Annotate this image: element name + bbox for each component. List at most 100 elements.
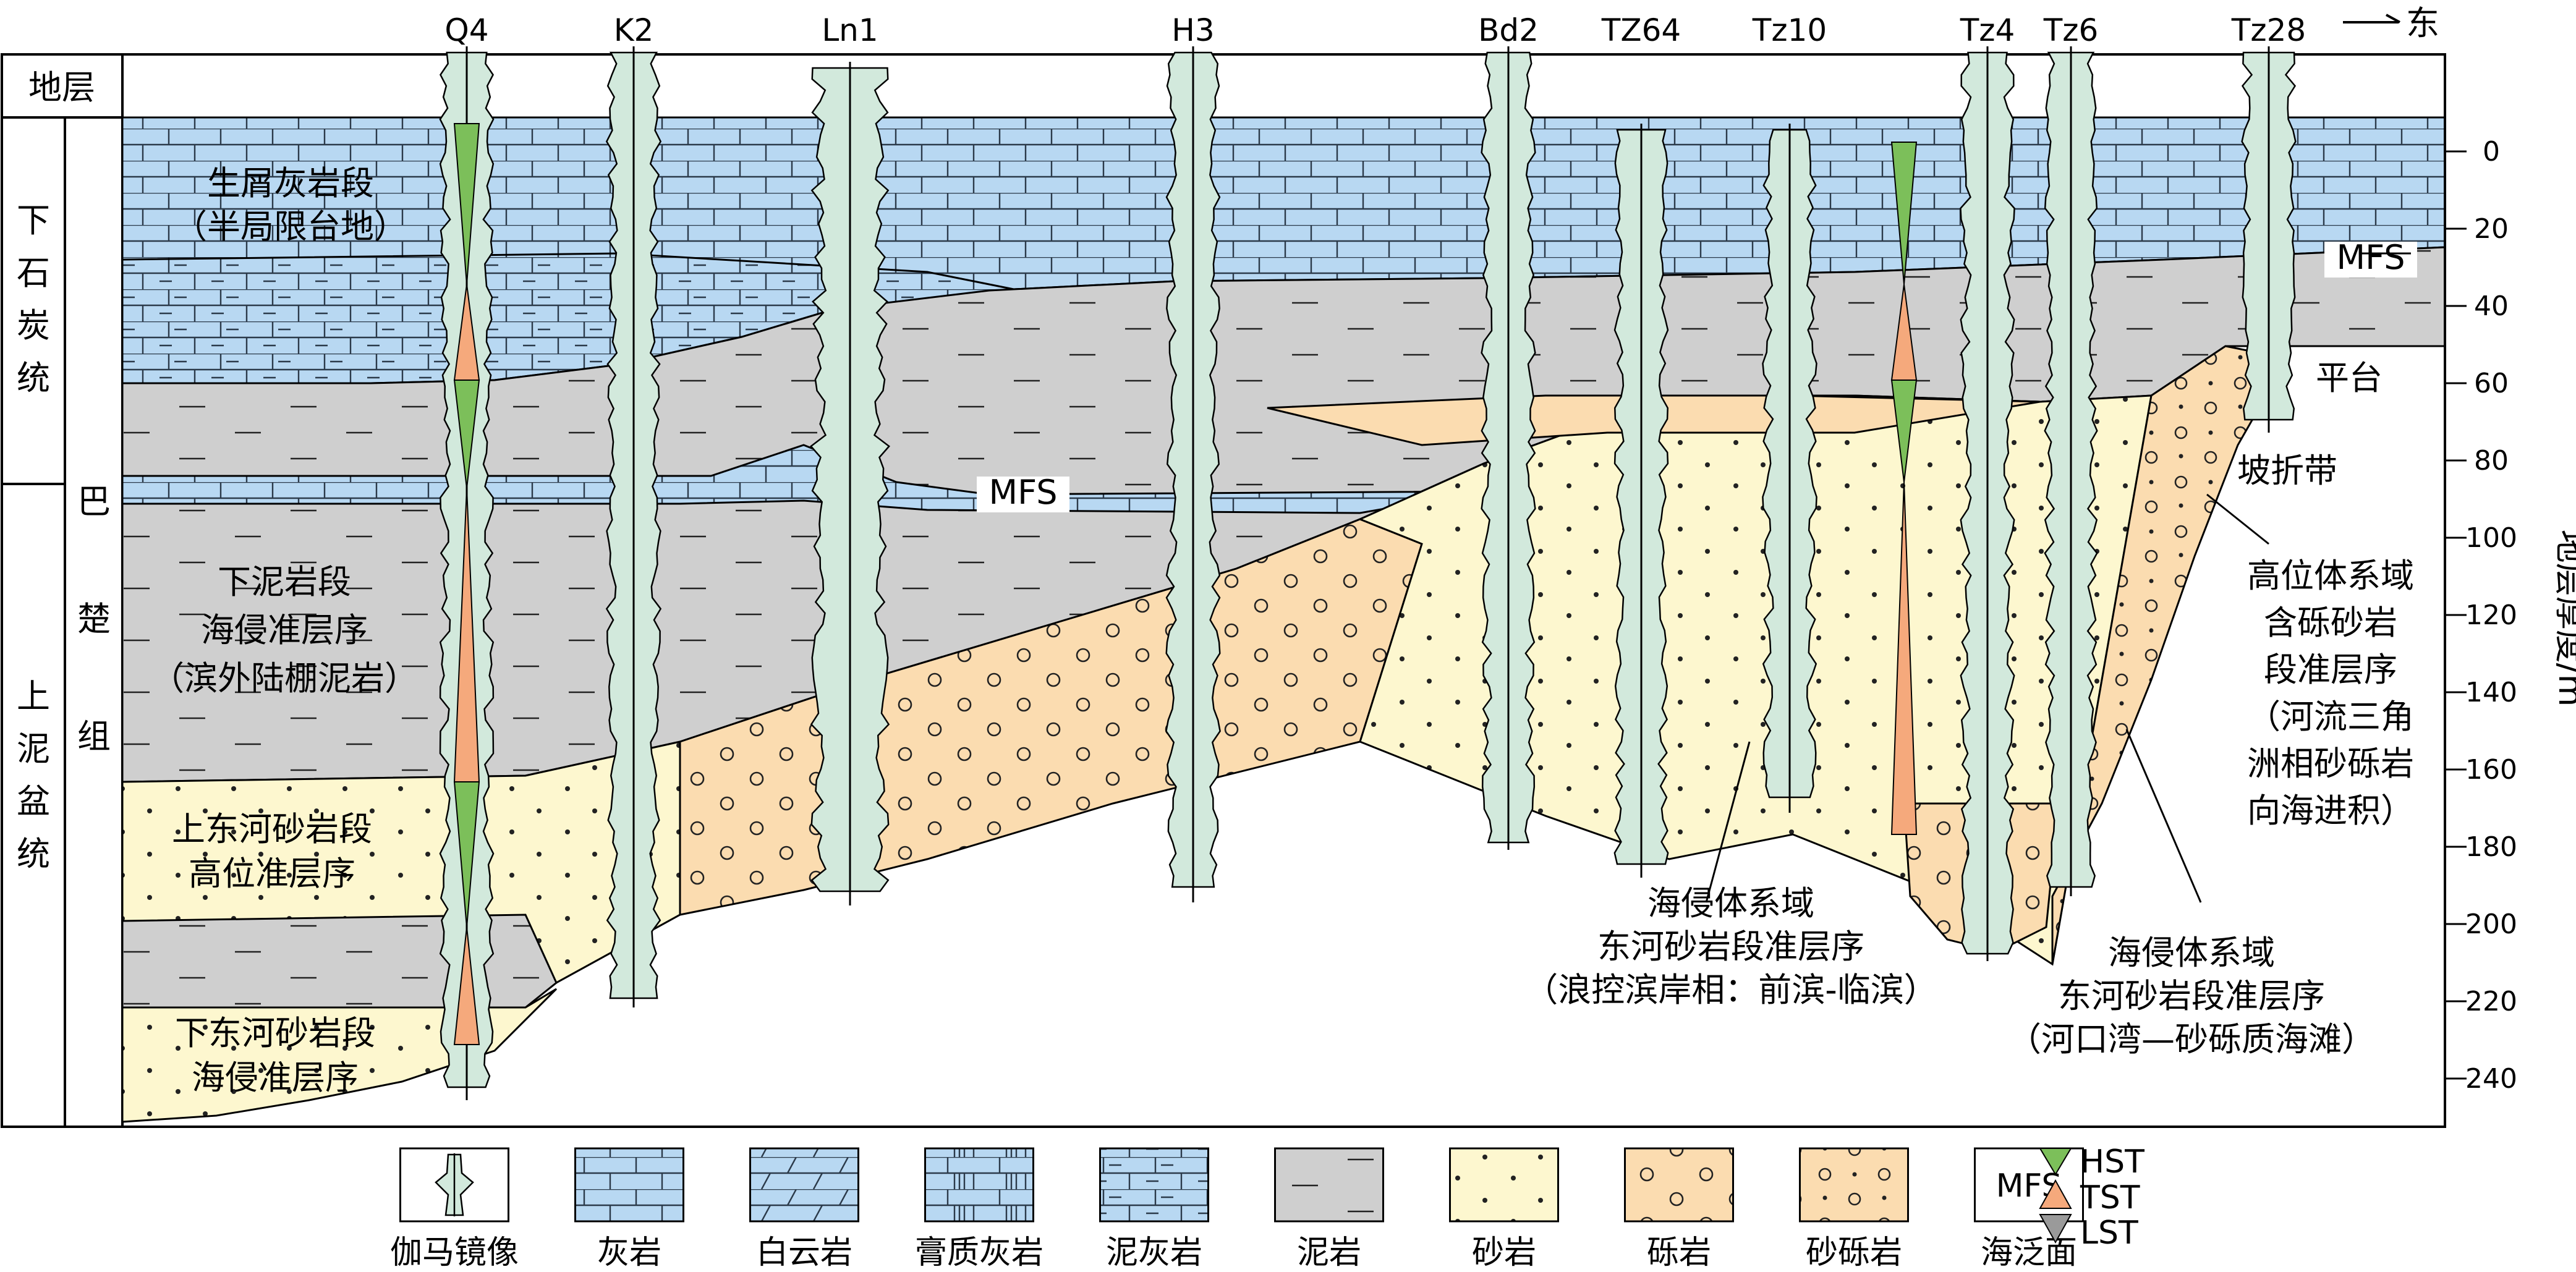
label-tst-wave-line-1: 东河砂岩段准层序 <box>1597 927 1864 966</box>
series-char-lower-carboniferous: 下 <box>17 201 50 240</box>
label-lower-mudstone-line-0: 下泥岩段 <box>218 562 351 601</box>
well-name-q4: Q4 <box>444 12 488 48</box>
well-name-tz6: Tz6 <box>2043 12 2099 48</box>
legend-item-5-label: 泥岩 <box>1297 1234 1361 1271</box>
direction-label: 东 <box>2406 4 2439 43</box>
legend-item-3-label: 膏质灰岩 <box>915 1234 1044 1271</box>
legend-item-0-label: 伽马镜像 <box>390 1234 519 1271</box>
legend-item-9-swatch <box>1974 1147 2084 1223</box>
depth-tick-label-140: 140 <box>2465 677 2517 708</box>
label-limestone-member-line-1: （半局限台地） <box>174 207 407 246</box>
legend-item-2-swatch <box>749 1147 859 1223</box>
legend-item-6-label: 砂岩 <box>1472 1234 1536 1271</box>
depth-tick-label-20: 20 <box>2474 213 2509 245</box>
label-hst-system-line-1: 含砾砂岩 <box>2264 603 2397 642</box>
formation-char: 巴 <box>77 482 111 521</box>
well-name-k2: K2 <box>614 12 654 48</box>
label-lower-donghe-line-0: 下东河砂岩段 <box>175 1014 375 1053</box>
label-hst-system-line-5: 向海进积） <box>2247 791 2414 830</box>
tract-triangles-q4 <box>453 123 480 1045</box>
legend-item-1-label: 灰岩 <box>597 1234 661 1271</box>
series-char-lower-carboniferous: 石 <box>17 253 50 292</box>
well-name-ln1: Ln1 <box>822 12 878 48</box>
formation-char: 楚 <box>77 600 111 638</box>
series-char-lower-carboniferous: 炭 <box>17 306 50 345</box>
label-mfs-mid: MFS <box>989 473 1058 512</box>
label-upper-donghe-line-0: 上东河砂岩段 <box>172 810 372 849</box>
label-upper-donghe-line-1: 高位准层序 <box>189 854 355 893</box>
depth-axis-label: 地层厚度/m <box>2551 530 2576 707</box>
legend-item-3-swatch <box>924 1147 1034 1223</box>
well-name-bd2: Bd2 <box>1478 12 1539 48</box>
legend-item-7-swatch <box>1624 1147 1734 1223</box>
label-limestone-member-line-0: 生屑灰岩段 <box>207 164 374 203</box>
label-hst-system-line-4: 洲相砂砾岩 <box>2247 744 2414 783</box>
legend-item-9-label: 海泛面 <box>1981 1234 2077 1271</box>
strat-formation-label: 巴楚组 <box>77 482 111 756</box>
legend-item-8-swatch <box>1799 1147 1909 1223</box>
label-tst-estuary-line-2: （河口湾—砂砾质海滩） <box>2008 1020 2375 1059</box>
label-hst-system-line-2: 段准层序 <box>2264 650 2397 689</box>
strata-header: 地层 <box>28 68 95 107</box>
legend-item-5-swatch <box>1274 1147 1384 1223</box>
legend-item-2-label: 白云岩 <box>756 1234 852 1271</box>
label-platform: 平台 <box>2316 358 2383 397</box>
depth-tick-label-200: 200 <box>2465 909 2517 940</box>
legend-tracts: HST TST LST <box>2039 1143 2145 1252</box>
legend-item-4-swatch <box>1099 1147 1209 1223</box>
legend-item-7-label: 砾岩 <box>1647 1234 1711 1271</box>
label-lower-mudstone-line-1: 海侵准层序 <box>201 611 368 650</box>
label-slope-break: 坡折带 <box>2237 451 2337 490</box>
legend-item-8-label: 砂砾岩 <box>1806 1234 1902 1271</box>
legend-tst: TST <box>2080 1179 2140 1216</box>
legend-lst: LST <box>2080 1215 2138 1252</box>
legend-item-4-label: 泥灰岩 <box>1106 1234 1202 1271</box>
depth-tick-label-0: 0 <box>2483 136 2500 167</box>
tract-triangles-tz4-west <box>1890 142 1918 835</box>
label-lower-donghe-line-1: 海侵准层序 <box>192 1058 359 1097</box>
leader-lines <box>1705 252 2411 903</box>
depth-tick-label-40: 40 <box>2474 290 2509 322</box>
well-name-tz64: TZ64 <box>1601 12 1681 48</box>
depth-tick-label-220: 220 <box>2465 986 2517 1017</box>
well-name-tz4: Tz4 <box>1960 12 2015 48</box>
label-hst-system-line-3: （河流三角 <box>2247 697 2414 736</box>
depth-tick-label-100: 100 <box>2465 522 2517 554</box>
series-char-upper-devonian: 上 <box>17 677 50 716</box>
wells-layer <box>439 46 2297 1100</box>
label-mfs-east-box <box>2324 242 2417 278</box>
label-tst-estuary-line-0: 海侵体系域 <box>2108 933 2275 972</box>
depth-tick-label-60: 60 <box>2474 368 2509 399</box>
series-char-lower-carboniferous: 统 <box>17 358 50 397</box>
label-mfs-east: MFS <box>2337 238 2405 277</box>
mudstone-thin-west <box>121 914 558 1009</box>
legend-item-1-swatch <box>574 1147 684 1223</box>
depth-tick-label-160: 160 <box>2465 754 2517 786</box>
depth-tick-label-180: 180 <box>2465 831 2517 863</box>
label-lower-mudstone-line-2: （滨外陆棚泥岩） <box>151 659 418 698</box>
depth-scale: 0 20 40 60 80 100 120 140 160 180 200 220 240 <box>2444 114 2517 1127</box>
depth-tick-label-80: 80 <box>2474 445 2509 477</box>
depth-tick-label-120: 120 <box>2465 600 2517 631</box>
formation-char: 组 <box>77 717 111 756</box>
geology-bodies <box>121 116 2446 1123</box>
series-char-upper-devonian: 盆 <box>17 782 50 821</box>
legend-item-6-swatch <box>1449 1147 1559 1223</box>
series-char-upper-devonian: 统 <box>17 834 50 873</box>
label-hst-system-line-0: 高位体系域 <box>2247 556 2414 595</box>
label-tst-wave-line-0: 海侵体系域 <box>1647 884 1814 923</box>
label-tst-estuary-line-1: 东河砂岩段准层序 <box>2058 977 2325 1015</box>
series-char-upper-devonian: 泥 <box>17 729 50 768</box>
legend-hst: HST <box>2080 1143 2145 1181</box>
legend: 伽马镜像灰岩白云岩膏质灰岩泥灰岩泥岩砂岩砾岩砂砾岩MFS海泛面 <box>390 1147 2084 1271</box>
depth-tick-label-240: 240 <box>2465 1063 2517 1095</box>
well-name-tz10: Tz10 <box>1752 12 1827 48</box>
well-name-h3: H3 <box>1171 12 1214 48</box>
direction-arrow: 东 <box>2343 4 2439 43</box>
label-mfs-mid-box <box>977 477 1069 512</box>
well-name-tz28: Tz28 <box>2231 12 2306 48</box>
label-tst-wave-line-2: （浪控滨岸相：前滨-临滨） <box>1524 970 1937 1009</box>
